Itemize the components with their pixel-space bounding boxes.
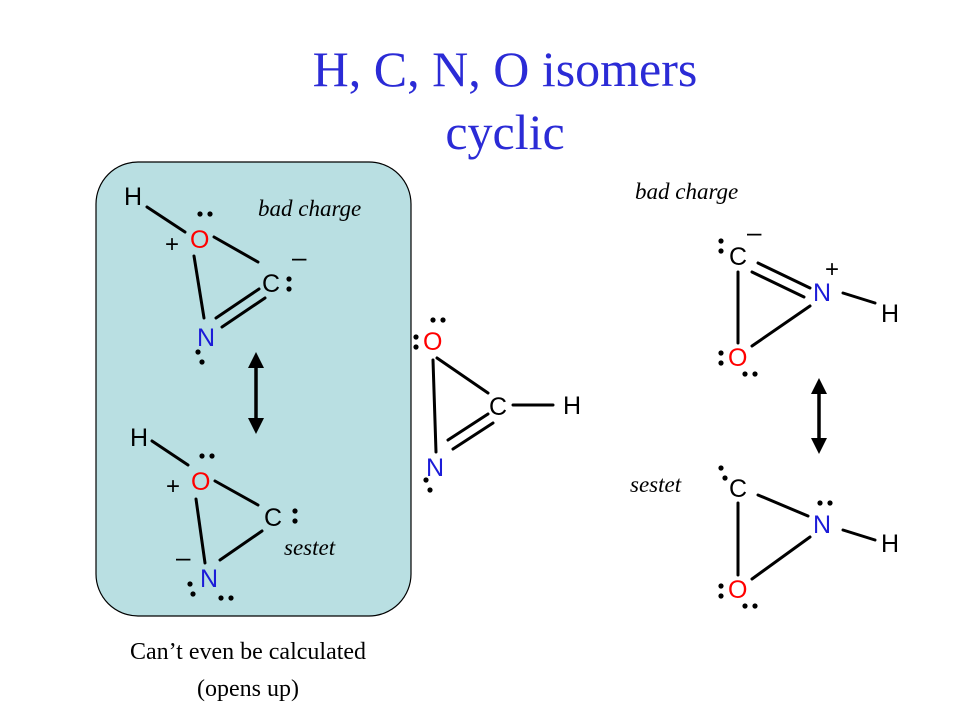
- charge-minus: –: [292, 242, 307, 272]
- atom-o: O: [728, 576, 747, 604]
- atom-h: H: [881, 300, 899, 328]
- atom-h: H: [124, 183, 142, 211]
- charge-minus: –: [176, 542, 191, 572]
- structure-oxaziridine-top-right: [736, 261, 877, 348]
- lone-pairs: [718, 465, 833, 609]
- charge-plus: +: [165, 231, 179, 258]
- slide-title-line2: cyclic: [445, 104, 564, 160]
- atom-c: C: [729, 243, 747, 271]
- atom-o: O: [191, 468, 210, 496]
- atom-c: C: [262, 270, 280, 298]
- atom-h: H: [881, 530, 899, 558]
- lone-pairs: [187, 453, 298, 601]
- lone-pairs: [195, 211, 292, 365]
- charge-minus: –: [747, 217, 762, 247]
- slide-title-line1: H, C, N, O isomers: [313, 41, 698, 97]
- structure-oxazirine-neutral: [431, 356, 555, 454]
- atom-h: H: [563, 392, 581, 420]
- resonance-arrow-left: [248, 352, 264, 434]
- note-bad-charge: bad charge: [258, 196, 361, 221]
- atom-c: C: [729, 475, 747, 503]
- atom-n: N: [197, 324, 215, 352]
- atom-o: O: [423, 328, 442, 356]
- note-sestet: sestet: [630, 472, 682, 497]
- charge-plus: +: [825, 256, 839, 283]
- structure-oxazirine-top-left: [145, 205, 267, 329]
- structure-oxazirine-bottom-left: [150, 439, 264, 565]
- atom-n: N: [200, 565, 218, 593]
- highlight-box: [95, 161, 412, 617]
- charge-plus: +: [166, 473, 180, 500]
- atom-c: C: [264, 504, 282, 532]
- resonance-arrow-right: [811, 378, 827, 454]
- atom-o: O: [728, 344, 747, 372]
- lone-pairs: [718, 238, 758, 377]
- lone-pairs: [413, 317, 446, 493]
- note-sestet: sestet: [284, 535, 336, 560]
- atom-c: C: [489, 393, 507, 421]
- atom-n: N: [426, 454, 444, 482]
- caption-line1: Can’t even be calculated: [130, 639, 366, 665]
- structure-oxaziridine-bottom-right: [736, 493, 877, 581]
- caption-line2: (opens up): [197, 676, 299, 702]
- atom-h: H: [130, 424, 148, 452]
- note-bad-charge: bad charge: [635, 179, 738, 204]
- atom-n: N: [813, 511, 831, 539]
- atom-n: N: [813, 279, 831, 307]
- atom-o: O: [190, 226, 209, 254]
